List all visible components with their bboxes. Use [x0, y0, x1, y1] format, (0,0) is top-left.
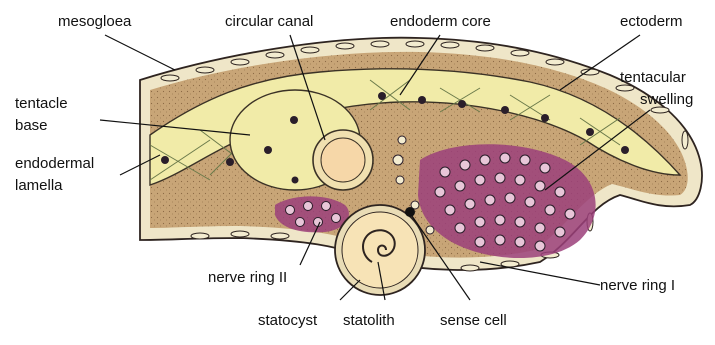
label-nerve-ring-i: nerve ring I	[600, 277, 675, 294]
label-endoderm-core: endoderm core	[390, 13, 491, 30]
label-statocyst: statocyst	[258, 312, 318, 329]
label-tentacular: tentacular	[620, 69, 686, 86]
circular-canal	[313, 130, 373, 190]
sense-cell	[405, 207, 415, 217]
label-tentacle: tentacle	[15, 95, 68, 112]
label-statolith: statolith	[343, 312, 395, 329]
label-swelling: swelling	[640, 91, 693, 108]
label-circular-canal: circular canal	[225, 13, 313, 30]
label-mesogloea: mesogloea	[58, 13, 132, 30]
label-nerve-ring-ii: nerve ring II	[208, 269, 287, 286]
label-ectoderm: ectoderm	[620, 13, 683, 30]
statocyst	[335, 205, 425, 295]
label-endodermal: endodermal	[15, 155, 94, 172]
label-lamella: lamella	[15, 177, 63, 194]
label-sense-cell: sense cell	[440, 312, 507, 329]
label-base: base	[15, 117, 48, 134]
